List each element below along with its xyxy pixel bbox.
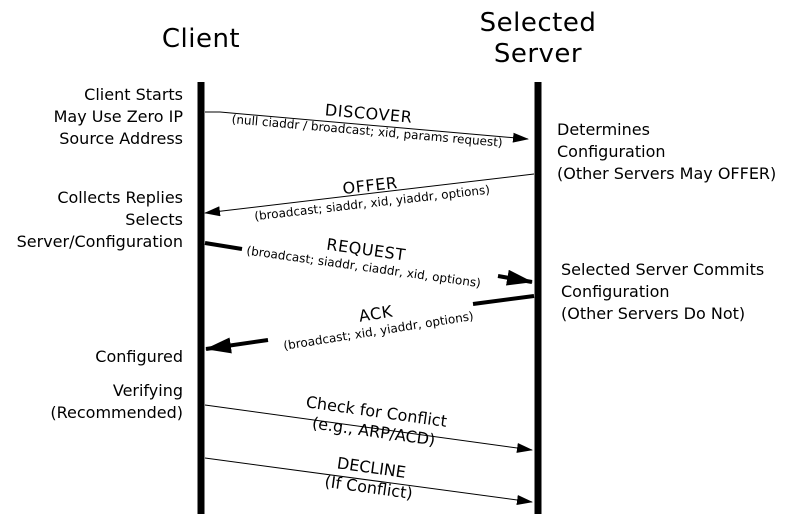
note-line: Server/Configuration [16, 232, 183, 251]
note-line: Configuration [557, 142, 666, 161]
decline-arrow [204, 457, 533, 505]
ack-arrow-end [205, 337, 269, 354]
offer-arrow [204, 173, 535, 217]
check-conflict-arrow [204, 404, 533, 453]
note-line: Determines [557, 120, 650, 139]
request-arrow-start [204, 241, 243, 251]
configured-note: Configured [95, 347, 183, 366]
note-line: Verifying [112, 381, 183, 400]
client-lane-title: Client [161, 24, 241, 54]
verifying-note: Verifying (Recommended) [50, 380, 183, 424]
collects-replies-note: Collects Replies Selects Server/Configur… [17, 187, 183, 253]
note-line: (Other Servers Do Not) [561, 304, 746, 323]
server-commits-note: Selected Server Commits Configuration (O… [561, 259, 764, 325]
note-line: Source Address [59, 129, 183, 148]
note-line: Selected Server Commits [561, 260, 765, 279]
determines-configuration-note: Determines Configuration (Other Servers … [557, 119, 776, 185]
server-lane-title: Selected Server [455, 8, 621, 70]
discover-arrow [205, 111, 529, 143]
note-line: May Use Zero IP [53, 107, 183, 126]
server-lane-title-line1: Selected [479, 8, 597, 38]
note-line: Client Starts [84, 85, 183, 104]
note-line: (Recommended) [50, 403, 183, 422]
server-lane-title-line2: Server [493, 39, 583, 69]
request-arrow-end [497, 269, 533, 286]
note-line: Collects Replies [57, 188, 183, 207]
ack-arrow-start [472, 294, 535, 306]
client-starts-note: Client Starts May Use Zero IP Source Add… [54, 84, 183, 150]
note-line: (Other Servers May OFFER) [557, 164, 777, 183]
note-line: Configuration [561, 282, 670, 301]
note-line: Selects [125, 210, 183, 229]
